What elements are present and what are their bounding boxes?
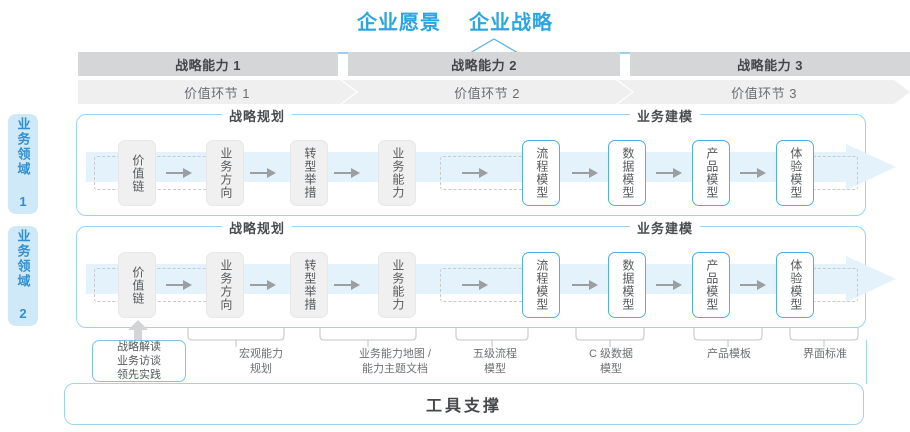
annotation-five-level-process: 五级流程 模型 — [473, 348, 517, 375]
process-node[interactable]: 业务能力 — [378, 140, 416, 206]
capability-bar-2[interactable]: 战略能力 2 — [348, 52, 620, 76]
title-enterprise-vision: 企业愿景 — [357, 12, 441, 34]
section-title-strategy-planning-1: 战略规划 — [222, 107, 293, 124]
right-arrow-icon — [166, 280, 192, 290]
right-arrow-icon — [462, 280, 488, 290]
right-arrow-icon — [334, 168, 360, 178]
title-enterprise-strategy: 企业战略 — [469, 12, 553, 34]
section-line-right-1b — [696, 114, 782, 115]
value-bar-3[interactable]: 价值环节 3 — [618, 80, 910, 104]
process-node[interactable]: 体验模型 — [776, 140, 814, 206]
sidebar-item-domain-2[interactable]: 业务领域 2 — [8, 226, 38, 326]
right-arrow-icon — [656, 280, 682, 290]
section-line-right-1 — [560, 114, 632, 115]
annotation-product-template: 产品模板 — [707, 348, 751, 360]
up-arrow-icon — [128, 320, 148, 342]
process-node[interactable]: 流程模型 — [522, 252, 560, 318]
section-line-left-2 — [182, 226, 224, 227]
right-arrow-icon — [250, 280, 276, 290]
right-arrow-icon — [334, 280, 360, 290]
process-node[interactable]: 业务方向 — [206, 252, 244, 318]
process-node[interactable]: 转型举措 — [290, 140, 328, 206]
annotation-c-level-data: C 级数据 模型 — [589, 348, 633, 375]
right-arrow-icon — [572, 168, 598, 178]
process-node[interactable]: 转型举措 — [290, 252, 328, 318]
annotation-macro-capability: 宏观能力 规划 — [239, 348, 283, 375]
capability-bar-3[interactable]: 战略能力 3 — [630, 52, 910, 76]
process-node[interactable]: 价值链 — [118, 252, 156, 318]
process-node[interactable]: 数据模型 — [608, 140, 646, 206]
section-line-left-1b — [288, 114, 468, 115]
process-node[interactable]: 业务方向 — [206, 140, 244, 206]
process-node[interactable]: 体验模型 — [776, 252, 814, 318]
process-node[interactable]: 数据模型 — [608, 252, 646, 318]
process-node[interactable]: 业务能力 — [378, 252, 416, 318]
right-arrow-icon — [656, 168, 682, 178]
section-line-right-2b — [696, 226, 782, 227]
right-divider — [866, 340, 867, 384]
right-arrow-icon — [250, 168, 276, 178]
annotation-box-strategy-inputs[interactable]: 战略解读 业务访谈 领先实践 — [92, 340, 186, 382]
top-titles: 企业愿景 企业战略 — [0, 6, 910, 35]
tool-support-bar[interactable]: 工具支撑 — [64, 383, 864, 425]
section-title-strategy-planning-2: 战略规划 — [222, 219, 293, 236]
sidebar-item-domain-1[interactable]: 业务领域 1 — [8, 114, 38, 214]
process-node[interactable]: 产品模型 — [692, 252, 730, 318]
annotation-ui-standard: 界面标准 — [803, 348, 847, 360]
right-arrow-icon — [572, 280, 598, 290]
right-arrow-icon — [166, 168, 192, 178]
process-node[interactable]: 产品模型 — [692, 140, 730, 206]
value-bar-1[interactable]: 价值环节 1 — [78, 80, 356, 104]
right-arrow-icon — [740, 168, 766, 178]
value-segment-bars: 价值环节 1 价值环节 2 价值环节 3 — [78, 80, 910, 104]
section-line-right-2 — [560, 226, 632, 227]
section-line-left-1 — [182, 114, 224, 115]
capability-bar-1[interactable]: 战略能力 1 — [78, 52, 338, 76]
annotation-braces — [187, 328, 859, 347]
annotation-capability-map: 业务能力地图 / 能力主题文档 — [358, 348, 432, 375]
section-title-business-modeling-2: 业务建模 — [630, 219, 701, 236]
section-line-left-2b — [288, 226, 468, 227]
strategic-capability-bars: 战略能力 1 战略能力 2 战略能力 3 — [78, 52, 910, 76]
process-node[interactable]: 流程模型 — [522, 140, 560, 206]
right-arrow-icon — [462, 168, 488, 178]
right-arrow-icon — [740, 280, 766, 290]
process-node[interactable]: 价值链 — [118, 140, 156, 206]
value-bar-2[interactable]: 价值环节 2 — [342, 80, 632, 104]
section-title-business-modeling-1: 业务建模 — [630, 107, 701, 124]
